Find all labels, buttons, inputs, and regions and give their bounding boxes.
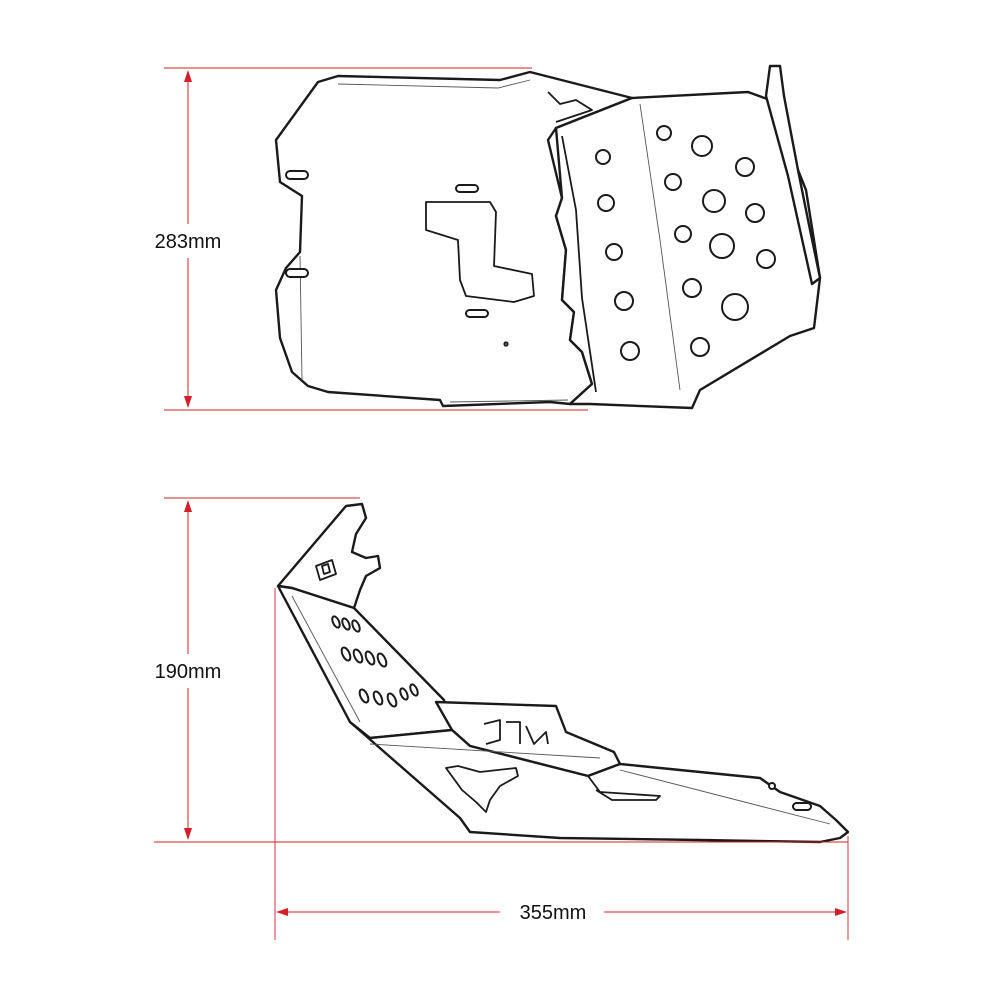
side-view-badge <box>315 559 337 581</box>
vent-hole <box>595 149 611 165</box>
dimension-arrow <box>184 500 192 512</box>
top-view-fold-line <box>561 135 597 393</box>
dimension-arrow <box>184 828 192 840</box>
dimension-arrow <box>184 396 192 408</box>
vent-slot <box>364 650 376 666</box>
side-view-slot <box>792 802 812 811</box>
top-view-slot <box>285 268 309 278</box>
vent-hole <box>597 194 615 212</box>
vent-hole <box>664 173 682 191</box>
dimension-arrow <box>276 908 288 916</box>
dimension-label-height-side: 190mm <box>155 661 222 683</box>
side-view-vent-slots <box>331 615 419 708</box>
dimension-arrow <box>835 908 847 916</box>
vent-slot <box>341 617 351 631</box>
vent-hole <box>682 278 702 298</box>
side-view-fold <box>291 595 831 825</box>
vent-hole <box>721 293 749 321</box>
vent-slot <box>386 692 398 708</box>
top-view-chevron-notch <box>547 91 593 123</box>
top-view-side-flange <box>764 64 822 286</box>
vent-hole <box>756 249 776 269</box>
side-view-bottom-cutout <box>445 765 519 813</box>
side-view-logo-emboss <box>483 719 549 745</box>
vent-slot <box>372 690 384 706</box>
side-view-bottom-plate <box>348 720 850 844</box>
top-view-skid-plate <box>274 64 822 410</box>
vent-slot <box>340 646 352 662</box>
top-view-pinhole <box>503 341 509 347</box>
vent-hole <box>656 125 672 141</box>
vent-slot <box>358 688 370 704</box>
dimension-length: 355mm <box>274 588 849 940</box>
vent-hole <box>614 291 634 311</box>
vent-hole <box>620 341 640 361</box>
dimension-height-top: 283mm <box>155 67 588 411</box>
dimension-label-length: 355mm <box>520 902 587 924</box>
vent-slot <box>409 683 419 697</box>
vent-hole <box>735 157 755 177</box>
top-view-slot <box>285 170 309 180</box>
vent-hole <box>691 135 713 157</box>
vent-hole <box>605 243 623 261</box>
dimension-height-side: 190mm <box>154 497 848 843</box>
side-view-step <box>587 775 661 801</box>
vent-slot <box>331 615 341 629</box>
dimension-label-height-top: 283mm <box>155 231 222 253</box>
vent-hole <box>745 203 765 223</box>
vent-hole <box>674 225 692 243</box>
top-view-vent-holes <box>595 125 776 361</box>
side-view-pinhole <box>768 782 776 790</box>
vent-slot <box>399 687 409 701</box>
vent-hole <box>709 233 735 259</box>
vent-slot <box>351 619 361 633</box>
side-view-front-plate <box>276 502 382 610</box>
side-view-angled-panel <box>276 584 454 740</box>
vent-slot <box>352 648 364 664</box>
vent-hole <box>702 189 726 213</box>
top-view-fold-line-right <box>639 103 681 391</box>
dimension-arrow <box>184 70 192 82</box>
vent-slot <box>376 652 388 668</box>
vent-hole <box>690 337 710 357</box>
top-view-slot <box>455 184 479 193</box>
side-view-skid-plate <box>276 502 850 844</box>
top-view-slot <box>465 309 489 318</box>
top-view-center-cutout <box>425 201 535 303</box>
